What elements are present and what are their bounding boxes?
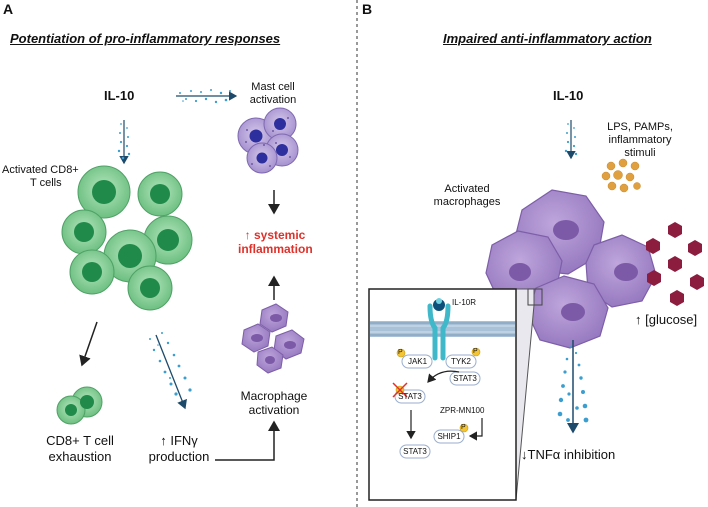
- panel-a-title: Potentiation of pro-inflammatory respons…: [10, 31, 281, 46]
- blocked-phospho: [392, 382, 408, 398]
- macrophage-cluster-b: [485, 189, 657, 349]
- tnf-signal: [557, 340, 589, 434]
- panel-b-title: Impaired anti-inflammatory action: [443, 31, 652, 46]
- phospho-label-jak1: P: [398, 349, 403, 356]
- panel-a-il10: IL-10: [104, 88, 135, 103]
- lps-particles: [601, 158, 641, 193]
- tnf-label: ↓TNFα inhibition: [521, 447, 616, 462]
- panel-b-letter: B: [362, 1, 373, 17]
- inset-zoom-wedge: [515, 288, 535, 501]
- panel-a-letter: A: [3, 1, 14, 17]
- glucose-label: ↑ [glucose]: [635, 312, 698, 327]
- il10-horizontal-signal: [176, 89, 238, 104]
- il10-receptor: [427, 298, 451, 361]
- zpr-label: ZPR-MN100: [440, 406, 485, 415]
- il10r-label: IL-10R: [452, 298, 477, 307]
- signaling-inset: [368, 288, 517, 501]
- cd8-t-cell-cluster: [61, 165, 193, 311]
- il10-vertical-signal: [117, 120, 131, 165]
- glucose-molecules: [646, 222, 704, 306]
- il10-vertical-signal-b: [564, 120, 578, 160]
- arrow-cd8-to-exhaustion: [79, 321, 98, 367]
- stat3-blocked-label: STAT3: [398, 392, 422, 401]
- macrophage-cluster-a: [241, 303, 305, 374]
- phospho-label-ship1: P: [461, 424, 466, 431]
- phospho-label-tyk2: P: [473, 348, 478, 355]
- arrow-zpr-to-ship1: [468, 418, 483, 441]
- stat3-bottom-label: STAT3: [403, 447, 427, 456]
- stat3-right-label: STAT3: [453, 374, 477, 383]
- ship1-label: SHIP1: [437, 432, 461, 441]
- cd8-label: Activated CD8+T cells: [2, 164, 79, 189]
- tyk2-label: TYK2: [450, 357, 471, 366]
- ifng-signal: [149, 332, 192, 410]
- exhausted-t-cells: [56, 386, 103, 425]
- phospho-badges: [396, 347, 481, 433]
- signaling-pills: [394, 354, 481, 459]
- zoom-region: [527, 288, 543, 306]
- arrow-ifng-to-macrophage: [215, 420, 280, 461]
- arrow-stat3-to-blocked: [427, 370, 460, 383]
- panel-b-il10: IL-10: [553, 88, 584, 103]
- jak1-label: JAK1: [407, 357, 428, 366]
- mast-cell-cluster: [237, 107, 299, 174]
